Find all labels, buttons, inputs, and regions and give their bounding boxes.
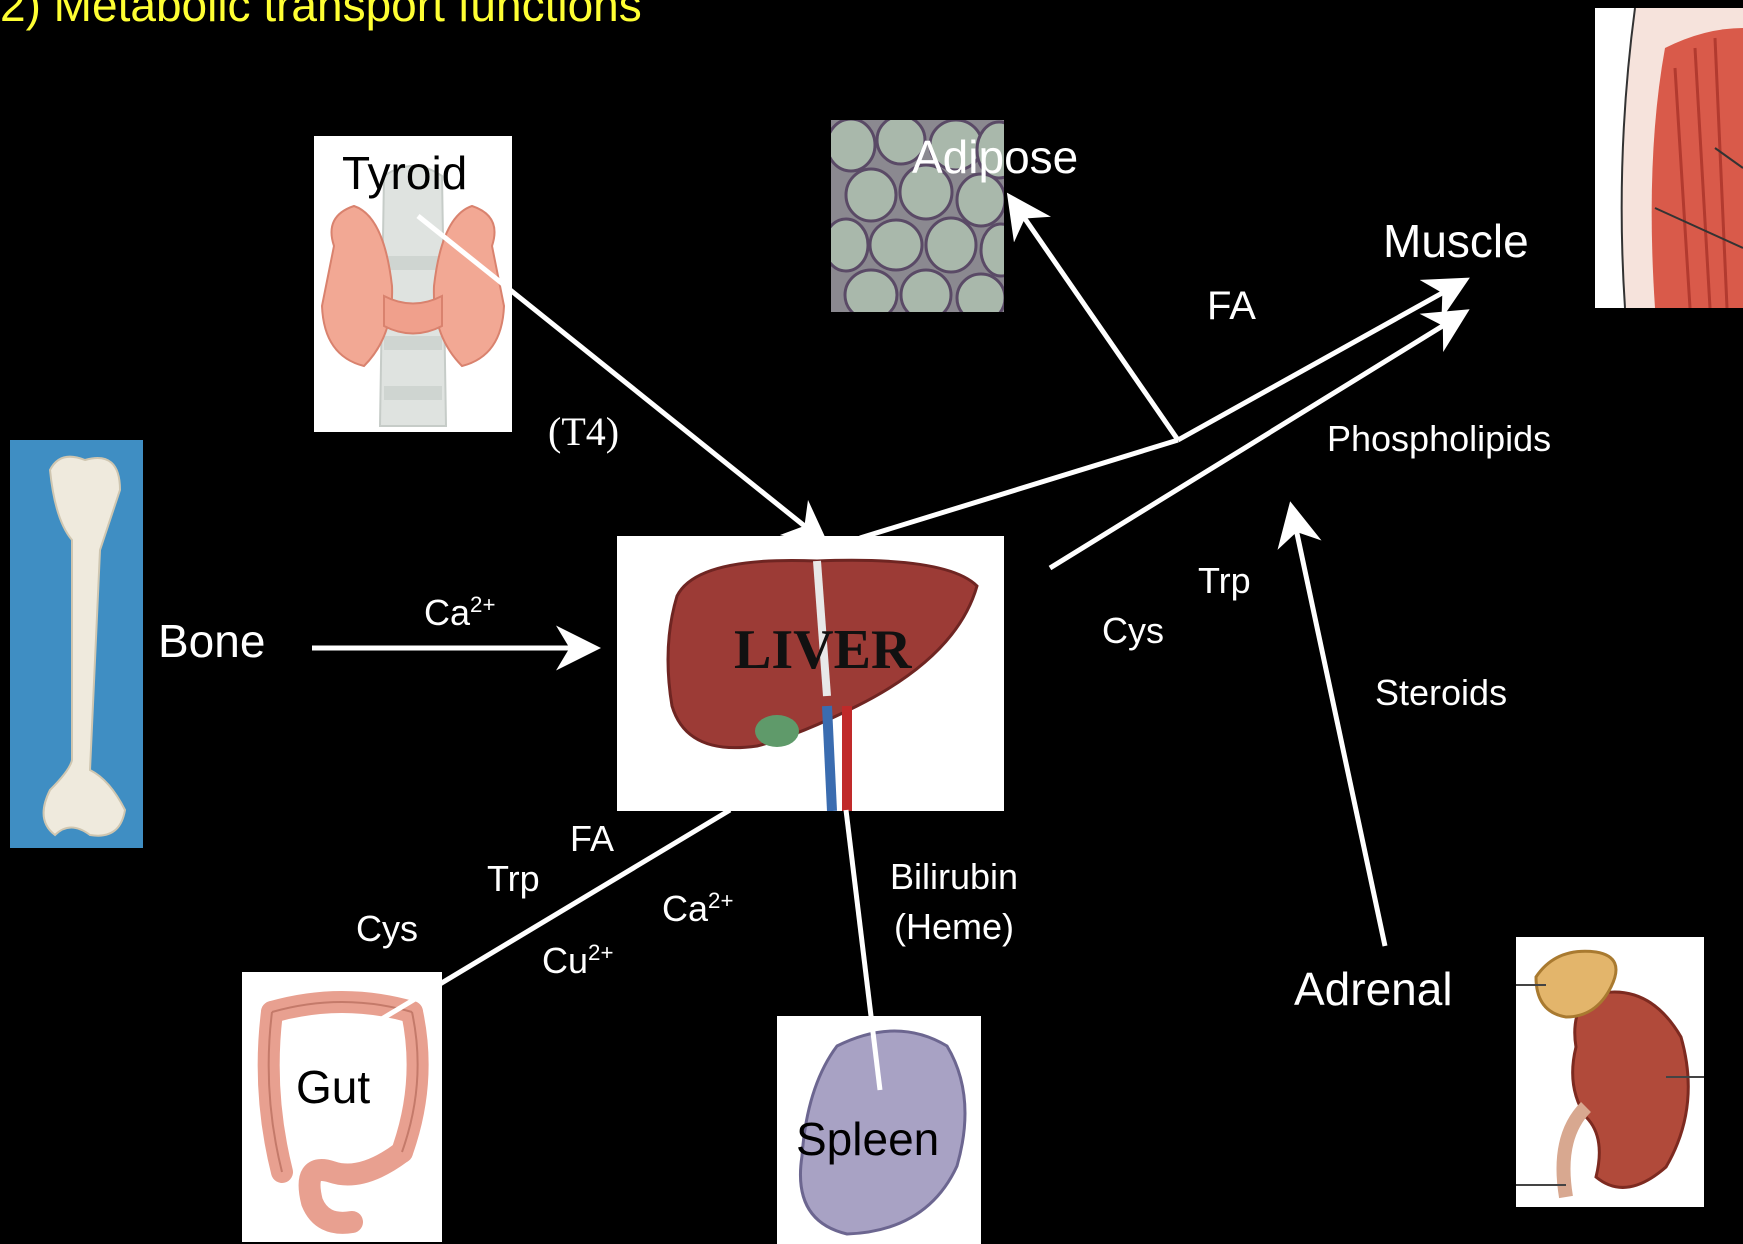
- label-ca-bone-text: Ca: [424, 592, 470, 633]
- label-fa-muscle: FA: [1207, 284, 1256, 329]
- arrow-junction-adipose: [1012, 200, 1178, 440]
- label-cu-gut-text: Cu: [542, 940, 588, 981]
- label-bilirubin: Bilirubin: [890, 856, 1018, 898]
- line-spleen-liver: [846, 810, 880, 1090]
- label-steroids: Steroids: [1375, 672, 1507, 714]
- label-trp-right: Trp: [1198, 560, 1251, 602]
- label-ca-bone-charge: 2+: [470, 592, 495, 617]
- label-ca-gut-text: Ca: [662, 888, 708, 929]
- arrow-thyroid-liver: [418, 216, 822, 540]
- label-t4: (T4): [548, 408, 619, 455]
- label-cu-gut: Cu2+: [542, 940, 613, 982]
- label-ca-gut: Ca2+: [662, 888, 733, 930]
- label-trp-gut: Trp: [487, 858, 540, 900]
- label-cu-gut-charge: 2+: [588, 940, 613, 965]
- arrow-liver-junction: [860, 440, 1178, 538]
- label-ca-bone: Ca2+: [424, 592, 495, 634]
- label-heme: (Heme): [894, 906, 1014, 948]
- arrow-adrenal-up: [1292, 510, 1385, 946]
- label-cys-gut: Cys: [356, 908, 418, 950]
- label-fa-gut: FA: [570, 818, 614, 860]
- label-ca-gut-charge: 2+: [708, 888, 733, 913]
- label-phospholipids: Phospholipids: [1327, 418, 1551, 460]
- label-cys-right: Cys: [1102, 610, 1164, 652]
